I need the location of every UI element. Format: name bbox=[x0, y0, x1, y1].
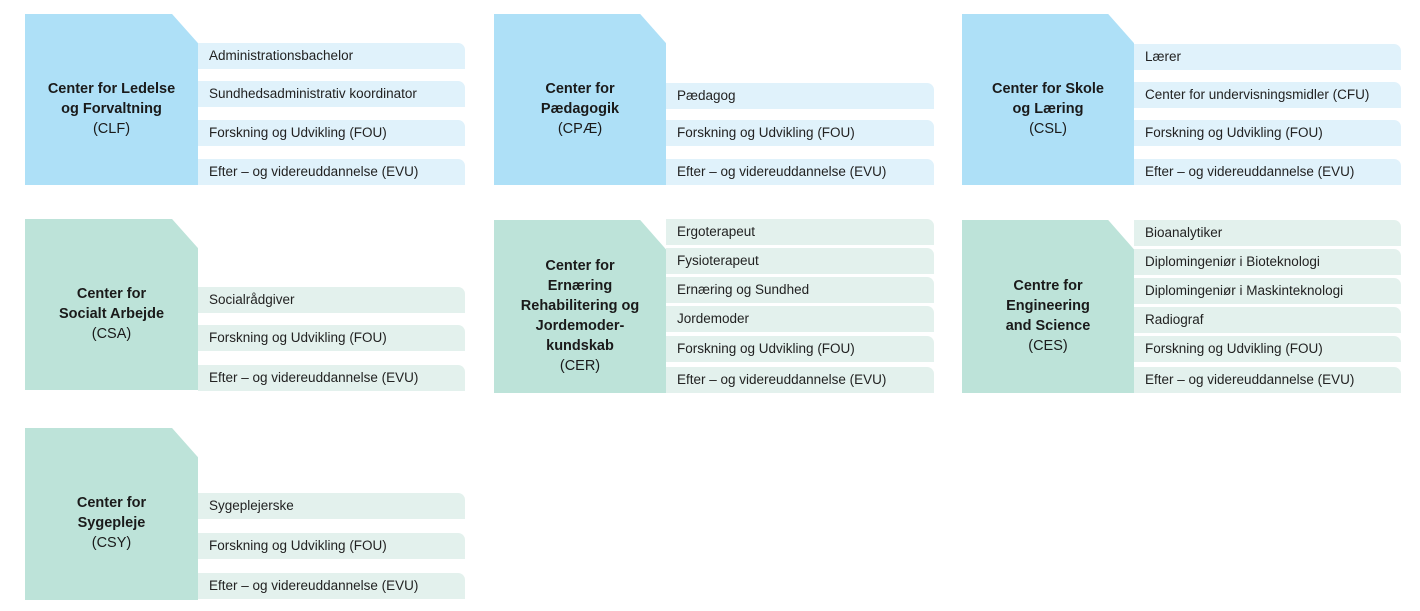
center-name: Center for Skole og Læring bbox=[992, 80, 1104, 117]
center-abbreviation: (CSL) bbox=[1029, 120, 1067, 137]
program-item[interactable]: Efter – og videreuddannelse (EVU) bbox=[1134, 367, 1401, 393]
center-box-csy: Center for Sygepleje (CSY) bbox=[25, 428, 198, 600]
center-name: Centre for Engineering and Science bbox=[1005, 277, 1091, 334]
program-item[interactable]: Socialrådgiver bbox=[198, 287, 465, 313]
center-name: Center for Ernæring Rehabilitering og Jo… bbox=[520, 257, 640, 354]
program-item[interactable]: Radiograf bbox=[1134, 307, 1401, 333]
program-item[interactable]: Forskning og Udvikling (FOU) bbox=[1134, 336, 1401, 362]
center-name: Center for Sygepleje bbox=[76, 495, 147, 531]
program-item[interactable]: Center for undervisningsmidler (CFU) bbox=[1134, 82, 1401, 108]
program-item[interactable]: Fysioterapeut bbox=[666, 248, 934, 274]
center-name: Center for Pædagogik bbox=[540, 80, 620, 117]
center-abbreviation: (CPÆ) bbox=[557, 120, 603, 137]
program-item[interactable]: Jordemoder bbox=[666, 306, 934, 332]
program-item[interactable]: Lærer bbox=[1134, 44, 1401, 70]
program-item[interactable]: Forskning og Udvikling (FOU) bbox=[198, 120, 465, 146]
center-box-csl: Center for Skole og Læring (CSL) bbox=[962, 14, 1134, 185]
program-item[interactable]: Efter – og videreuddannelse (EVU) bbox=[198, 365, 465, 391]
center-box-clf: Center for Ledelse og Forvaltning (CLF) bbox=[25, 14, 198, 185]
program-item[interactable]: Sundhedsadministrativ koordinator bbox=[198, 81, 465, 107]
program-item[interactable]: Forskning og Udvikling (FOU) bbox=[198, 533, 465, 559]
program-item[interactable]: Ergoterapeut bbox=[666, 219, 934, 245]
center-abbreviation: (CER) bbox=[559, 357, 601, 374]
program-item[interactable]: Efter – og videreuddannelse (EVU) bbox=[666, 367, 934, 393]
center-abbreviation: (CLF) bbox=[92, 120, 131, 137]
center-name: Center for Ledelse og Forvaltning bbox=[47, 80, 176, 117]
program-item[interactable]: Forskning og Udvikling (FOU) bbox=[198, 325, 465, 351]
center-box-cer: Center for Ernæring Rehabilitering og Jo… bbox=[494, 220, 666, 393]
program-item[interactable]: Ernæring og Sundhed bbox=[666, 277, 934, 303]
program-item[interactable]: Forskning og Udvikling (FOU) bbox=[1134, 120, 1401, 146]
program-item[interactable]: Sygeplejerske bbox=[198, 493, 465, 519]
program-item[interactable]: Forskning og Udvikling (FOU) bbox=[666, 336, 934, 362]
center-box-csa: Center for Socialt Arbejde (CSA) bbox=[25, 219, 198, 390]
program-item[interactable]: Efter – og videreuddannelse (EVU) bbox=[1134, 159, 1401, 185]
center-box-ces: Centre for Engineering and Science (CES) bbox=[962, 220, 1134, 393]
center-abbreviation: (CES) bbox=[1028, 337, 1068, 354]
program-item[interactable]: Efter – og videreuddannelse (EVU) bbox=[198, 159, 465, 185]
program-item[interactable]: Administrationsbachelor bbox=[198, 43, 465, 69]
program-item[interactable]: Diplomingeniør i Maskinteknologi bbox=[1134, 278, 1401, 304]
program-item[interactable]: Bioanalytiker bbox=[1134, 220, 1401, 246]
program-item[interactable]: Pædagog bbox=[666, 83, 934, 109]
program-item[interactable]: Efter – og videreuddannelse (EVU) bbox=[666, 159, 934, 185]
center-box-cpae: Center for Pædagogik (CPÆ) bbox=[494, 14, 666, 185]
center-name: Center for Socialt Arbejde bbox=[58, 285, 165, 322]
center-abbreviation: (CSY) bbox=[91, 535, 132, 551]
center-abbreviation: (CSA) bbox=[91, 325, 132, 342]
program-item[interactable]: Diplomingeniør i Bioteknologi bbox=[1134, 249, 1401, 275]
program-item[interactable]: Efter – og videreuddannelse (EVU) bbox=[198, 573, 465, 599]
program-item[interactable]: Forskning og Udvikling (FOU) bbox=[666, 120, 934, 146]
